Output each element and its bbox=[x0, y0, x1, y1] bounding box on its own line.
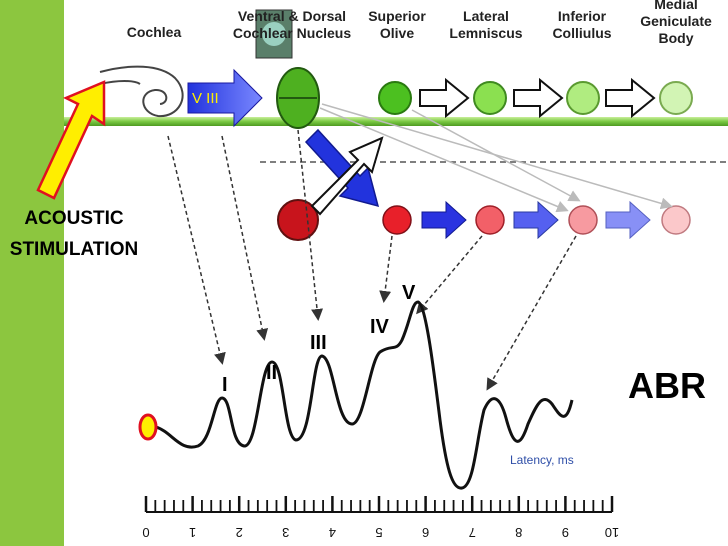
cochlea-icon bbox=[99, 65, 184, 118]
header-superior-olive: Superior Olive bbox=[368, 8, 426, 41]
tick-label: 8 bbox=[515, 525, 522, 540]
wave-iv-label: IV bbox=[370, 316, 389, 338]
wave-correlation-arrows bbox=[167, 129, 577, 391]
wave-i-label: I bbox=[222, 374, 228, 396]
stimulus-onset-marker bbox=[138, 413, 158, 441]
wave-ii-label: II bbox=[266, 362, 278, 384]
lower-colliculus-node bbox=[568, 205, 598, 235]
green-band bbox=[64, 117, 728, 126]
tick-label: 10 bbox=[605, 525, 619, 540]
inferior-colliculus-node bbox=[566, 81, 600, 115]
latency-label: Latency, ms bbox=[510, 453, 574, 467]
abr-label: ABR bbox=[628, 365, 706, 406]
lateral-lemniscus-node bbox=[473, 81, 507, 115]
acoustic-stimulation-label: ACOUSTIC STIMULATION bbox=[9, 208, 139, 260]
tick-label: 9 bbox=[562, 525, 569, 540]
time-axis: 0 1 2 3 4 5 6 7 8 9 10 bbox=[142, 496, 619, 540]
superior-olive-node bbox=[378, 81, 412, 115]
geniculate-node bbox=[659, 81, 693, 115]
header-cochlea: Cochlea bbox=[126, 24, 182, 40]
arrow-lower-2 bbox=[513, 200, 559, 240]
header-lateral-lemniscus: Lateral Lemniscus bbox=[449, 8, 523, 41]
left-green-bar bbox=[0, 0, 64, 546]
acoustic-stimulation-arrow bbox=[36, 80, 106, 200]
blue-crossing-arrow bbox=[304, 128, 380, 208]
arrow-lower-1 bbox=[421, 200, 467, 240]
header-medial-geniculate-body: Medial Geniculate Body bbox=[640, 0, 712, 46]
header-inferior-colliculus: Inferior Colliulus bbox=[552, 8, 612, 41]
tick-label: 4 bbox=[329, 525, 336, 540]
tick-label: 6 bbox=[422, 525, 429, 540]
lower-olive-node bbox=[382, 205, 412, 235]
arrow-colliculus-to-geniculate bbox=[605, 77, 656, 119]
arrow-lemniscus-to-colliculus bbox=[513, 77, 564, 119]
tick-label: 5 bbox=[375, 525, 382, 540]
wave-v-label: V bbox=[402, 282, 416, 304]
header-cochlear-nucleus: Ventral & Dorsal Cochlear Nucleus bbox=[232, 8, 352, 41]
arrow-olive-to-lemniscus bbox=[419, 77, 470, 119]
nerve-viii-arrow bbox=[187, 68, 263, 128]
tick-label: 7 bbox=[469, 525, 476, 540]
arrow-lower-3 bbox=[605, 200, 651, 240]
nucleus-image-detail bbox=[262, 22, 286, 46]
wave-iii-label: III bbox=[310, 332, 327, 354]
lower-geniculate-node bbox=[661, 205, 691, 235]
white-crossing-arrow bbox=[310, 136, 384, 216]
tick-label: 3 bbox=[282, 525, 289, 540]
tick-label: 2 bbox=[236, 525, 243, 540]
upper-arrows bbox=[419, 77, 656, 119]
tick-label: 0 bbox=[142, 525, 149, 540]
nerve-viii-label: V III bbox=[192, 90, 219, 107]
projection-lines bbox=[319, 103, 673, 213]
tick-label: 1 bbox=[189, 525, 196, 540]
lower-lemniscus-node bbox=[475, 205, 505, 235]
abr-waveform bbox=[155, 300, 574, 490]
lower-arrows bbox=[421, 200, 651, 240]
